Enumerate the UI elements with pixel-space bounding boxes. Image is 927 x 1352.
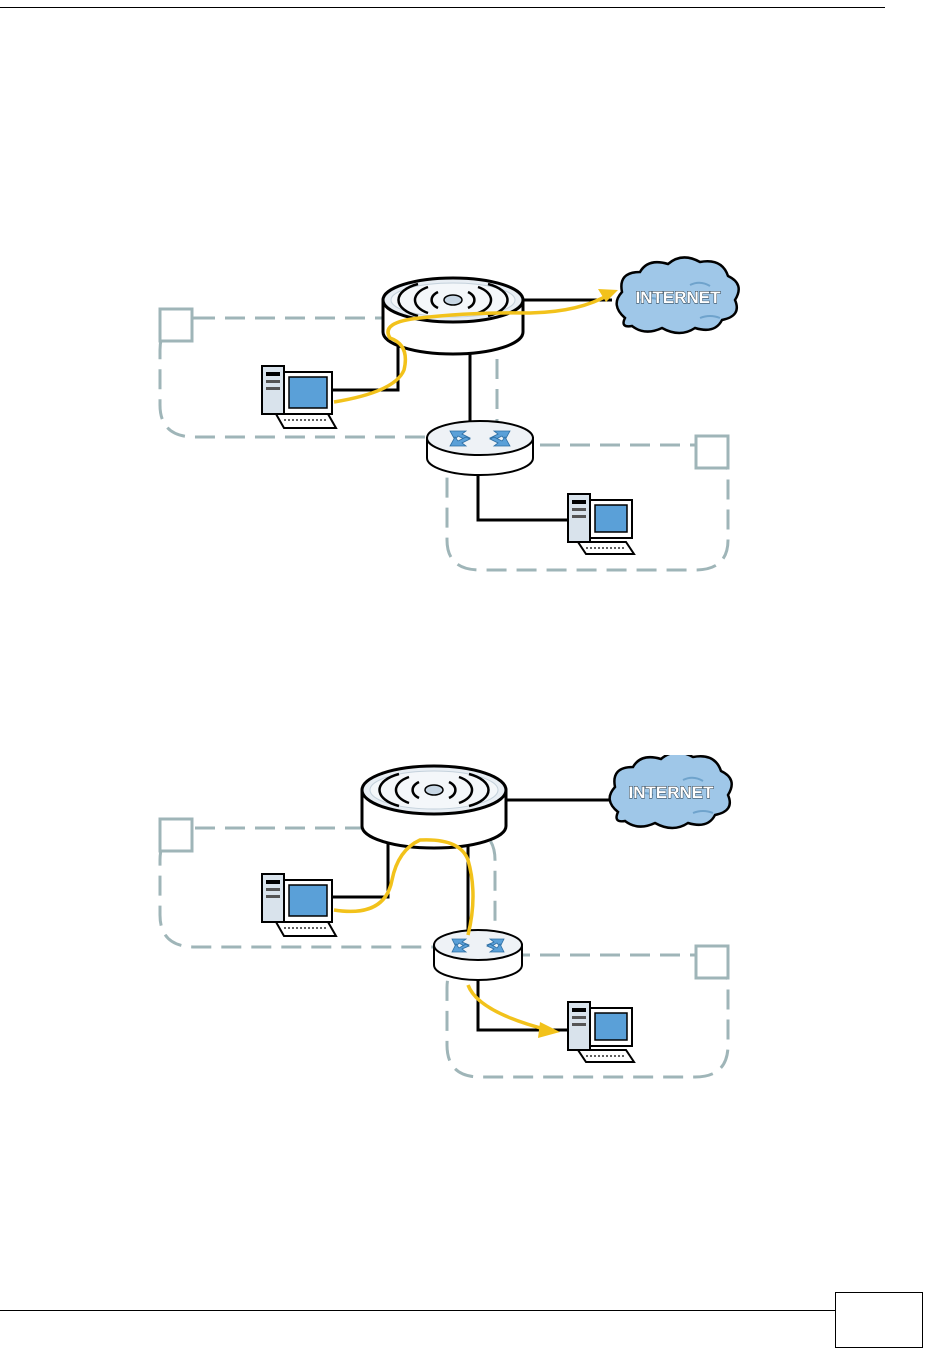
router-icon [434, 930, 522, 980]
computer-icon [568, 1002, 634, 1062]
header-rule [0, 7, 885, 8]
cable-ap-to-pc-a [333, 840, 388, 897]
computer-icon [262, 874, 336, 936]
computer-icon [568, 494, 634, 554]
network-diagram-internet-access: INTERNET [0, 250, 927, 590]
zone-a-label-box [160, 819, 192, 851]
page-number-box [835, 1292, 923, 1348]
cable-router-to-pc-b [478, 472, 568, 520]
network-diagram-intra-network: INTERNET [0, 755, 927, 1095]
zone-a-label-box [160, 309, 192, 341]
traffic-path-pc-to-pc [334, 840, 473, 935]
internet-label: INTERNET [629, 783, 715, 802]
router-icon [427, 421, 533, 475]
computer-icon [262, 366, 336, 428]
cable-ap-to-pc-a [333, 340, 398, 390]
access-point-icon [362, 766, 506, 848]
internet-label: INTERNET [636, 288, 722, 307]
zone-b-label-box [696, 436, 728, 468]
traffic-path-router-to-pc-b [468, 985, 548, 1030]
zone-b-label-box [696, 946, 728, 978]
footer-rule [0, 1310, 835, 1311]
